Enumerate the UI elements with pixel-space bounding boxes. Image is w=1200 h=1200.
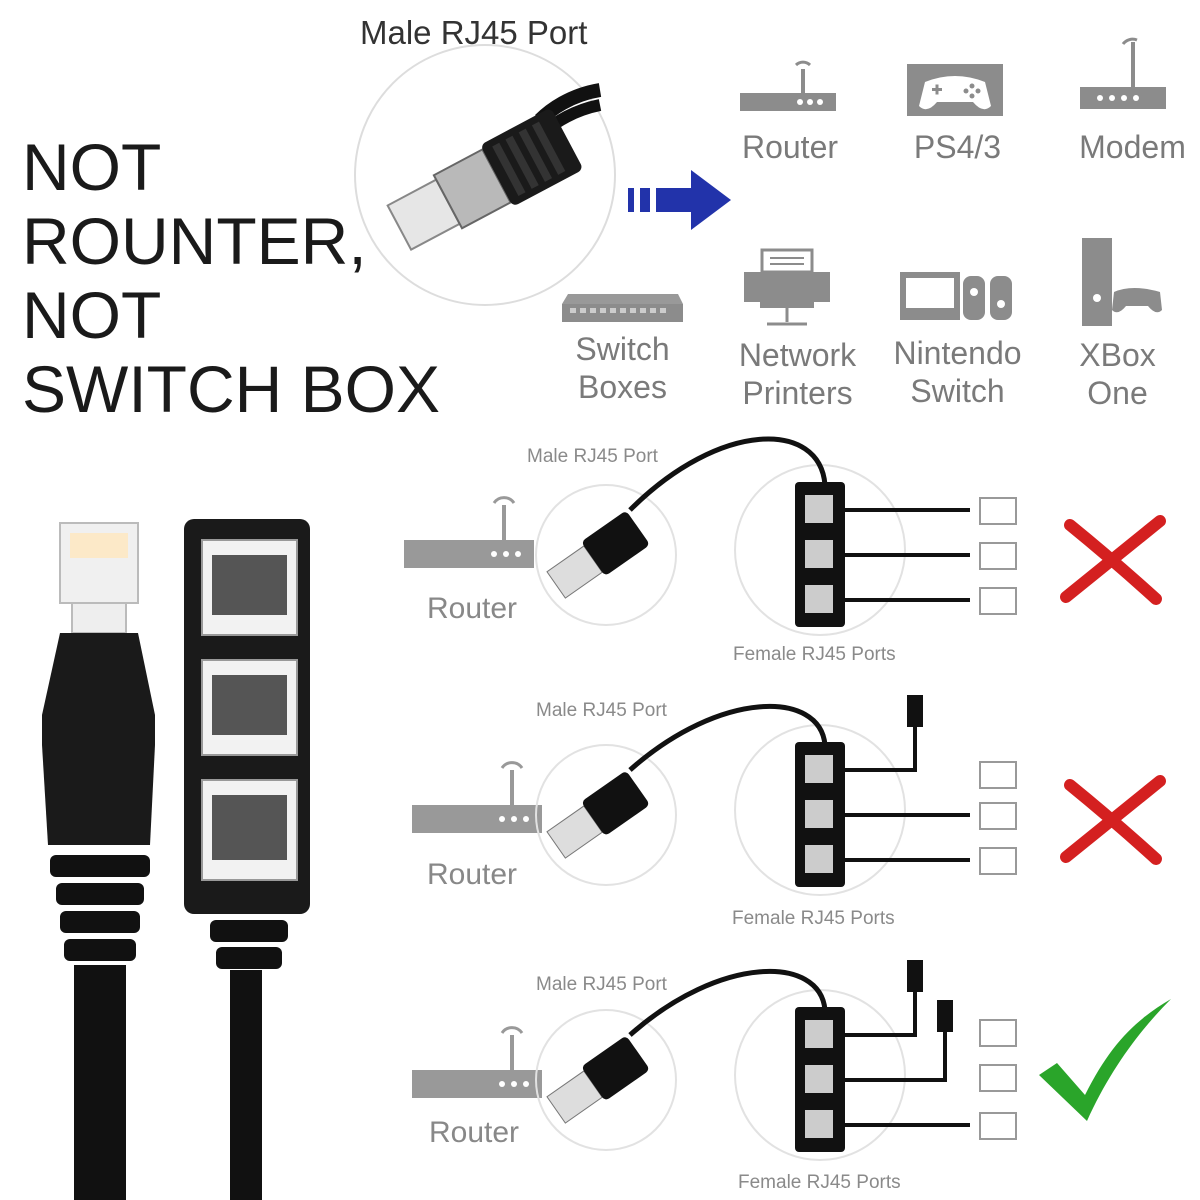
diagram-3-router-label: Router bbox=[429, 1116, 520, 1149]
green-check-icon bbox=[1039, 999, 1171, 1121]
diagram-2-male-label: Male RJ45 Port bbox=[536, 700, 667, 721]
device-label-xbox-one: XBox One bbox=[1050, 336, 1185, 412]
modem-icon bbox=[1080, 37, 1166, 109]
diagram-1-router-icon bbox=[404, 496, 534, 568]
headline: NOT ROUNTER, NOT SWITCH BOX bbox=[22, 130, 440, 426]
headline-line-3: NOT bbox=[22, 278, 162, 352]
red-x-icon bbox=[1060, 775, 1166, 865]
device-label-modem: Modem bbox=[1079, 129, 1186, 165]
headline-line-1: NOT bbox=[22, 130, 162, 204]
switch-icon bbox=[562, 294, 683, 322]
printer-icon bbox=[744, 248, 830, 326]
diagram-1-router-label: Router bbox=[427, 592, 518, 625]
splitter-body bbox=[184, 519, 310, 1200]
diagram-2-female-label: Female RJ45 Ports bbox=[732, 908, 895, 929]
device-label-network-printers: Network Printers bbox=[725, 336, 870, 412]
device-label-nintendo-switch: Nintendo Switch bbox=[880, 334, 1035, 410]
diagram-2-cable bbox=[535, 695, 1017, 896]
diagram-2-router-icon bbox=[412, 761, 542, 833]
device-label-nintendo-switch-line1: Nintendo bbox=[893, 335, 1022, 371]
diagram-3-female-label: Female RJ45 Ports bbox=[738, 1172, 901, 1193]
device-label-nintendo-switch-line2: Switch bbox=[910, 373, 1005, 409]
device-label-switch-boxes-line2: Boxes bbox=[578, 369, 667, 405]
diagram-3-cable bbox=[535, 960, 1017, 1161]
device-label-xbox-one-line2: One bbox=[1087, 375, 1148, 411]
male-rj45-plug bbox=[42, 522, 155, 1200]
nintendo-switch-icon bbox=[900, 272, 1012, 320]
gamepad-icon bbox=[907, 64, 1003, 116]
male-connector-closeup bbox=[354, 44, 616, 306]
device-label-switch-boxes-line1: Switch bbox=[575, 331, 670, 367]
headline-line-2: ROUNTER, bbox=[22, 204, 367, 278]
router-icon bbox=[740, 60, 836, 111]
red-x-icon bbox=[1060, 515, 1166, 605]
device-label-router: Router bbox=[741, 129, 839, 165]
diagram-2-router-label: Router bbox=[427, 858, 518, 891]
diagram-1-female-label: Female RJ45 Ports bbox=[733, 644, 896, 665]
diagram-3-male-label: Male RJ45 Port bbox=[536, 974, 667, 995]
xbox-icon bbox=[1082, 238, 1162, 326]
device-label-xbox-one-line1: XBox bbox=[1079, 337, 1156, 373]
headline-line-4: SWITCH BOX bbox=[22, 352, 441, 426]
device-label-switch-boxes: Switch Boxes bbox=[555, 330, 690, 406]
arrow-right-icon bbox=[628, 170, 731, 230]
device-label-network-printers-line2: Printers bbox=[742, 375, 853, 411]
device-label-network-printers-line1: Network bbox=[738, 337, 857, 373]
diagram-1-cable bbox=[535, 436, 1017, 636]
diagram-3-router-icon bbox=[412, 1026, 542, 1098]
device-label-ps4: PS4/3 bbox=[913, 129, 1002, 165]
diagram-1-male-label: Male RJ45 Port bbox=[527, 446, 658, 467]
